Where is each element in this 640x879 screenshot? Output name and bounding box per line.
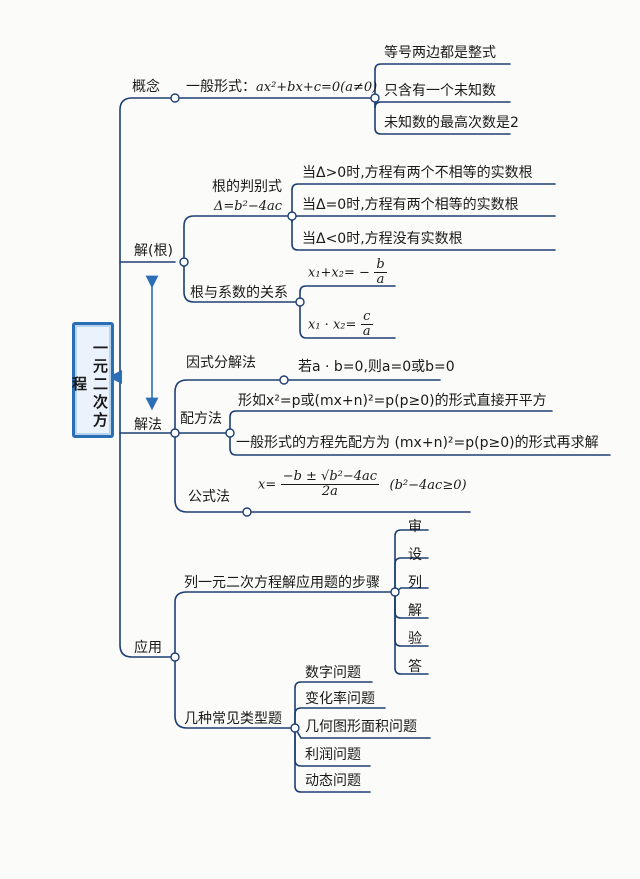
general-form-label: 一般形式：ax²+bx+c=0(a≠0): [186, 79, 378, 95]
types-label: 几种常见类型题: [184, 711, 282, 727]
general-form-formula: ax²+bx+c=0(a≠0): [256, 80, 378, 95]
root-title: 一元二次方程: [70, 340, 109, 430]
square-method-label: 配方法: [180, 411, 222, 427]
factor-method-rule: 若a · b=0,则a=0或b=0: [298, 359, 455, 375]
type-area: 几何图形面积问题: [305, 719, 417, 735]
square-method-rule-1: 形如x²=p或(mx+n)²=p(p≥0)的形式直接开平方: [238, 393, 547, 409]
branch-concept: 概念: [132, 79, 160, 95]
type-dynamic: 动态问题: [305, 773, 361, 789]
step-3: 列: [408, 575, 422, 591]
root-pointer: [108, 370, 122, 384]
factor-method-label: 因式分解法: [186, 355, 256, 371]
step-6: 答: [408, 659, 422, 675]
concept-item-1: 等号两边都是整式: [384, 45, 496, 61]
discriminant-case-zero: 当Δ=0时,方程有两个相等的实数根: [302, 197, 519, 213]
step-5: 验: [408, 631, 422, 647]
branch-application: 应用: [134, 640, 162, 656]
discriminant-case-negative: 当Δ<0时,方程没有实数根: [302, 231, 463, 247]
type-number: 数字问题: [305, 665, 361, 681]
step-4: 解: [408, 603, 422, 619]
step-2: 设: [408, 547, 422, 563]
type-profit: 利润问题: [305, 747, 361, 763]
type-rate: 变化率问题: [305, 691, 375, 707]
step-1: 审: [408, 519, 422, 535]
vieta-label: 根与系数的关系: [190, 285, 288, 301]
branch-roots: 解(根): [134, 243, 173, 259]
steps-label: 列一元二次方程解应用题的步骤: [184, 575, 380, 591]
concept-item-2: 只含有一个未知数: [384, 83, 496, 99]
branch-methods: 解法: [134, 417, 162, 433]
root-topic: 一元二次方程: [70, 322, 114, 438]
square-method-rule-2: 一般形式的方程先配方为 (mx+n)²=p(p≥0)的形式再求解: [236, 435, 599, 451]
discriminant-formula: Δ=b²−4ac: [214, 199, 283, 214]
discriminant-case-positive: 当Δ>0时,方程有两个不相等的实数根: [302, 165, 533, 181]
concept-item-3: 未知数的最高次数是2: [384, 115, 519, 131]
formula-method-label: 公式法: [188, 489, 230, 505]
discriminant-label: 根的判别式: [212, 179, 282, 195]
